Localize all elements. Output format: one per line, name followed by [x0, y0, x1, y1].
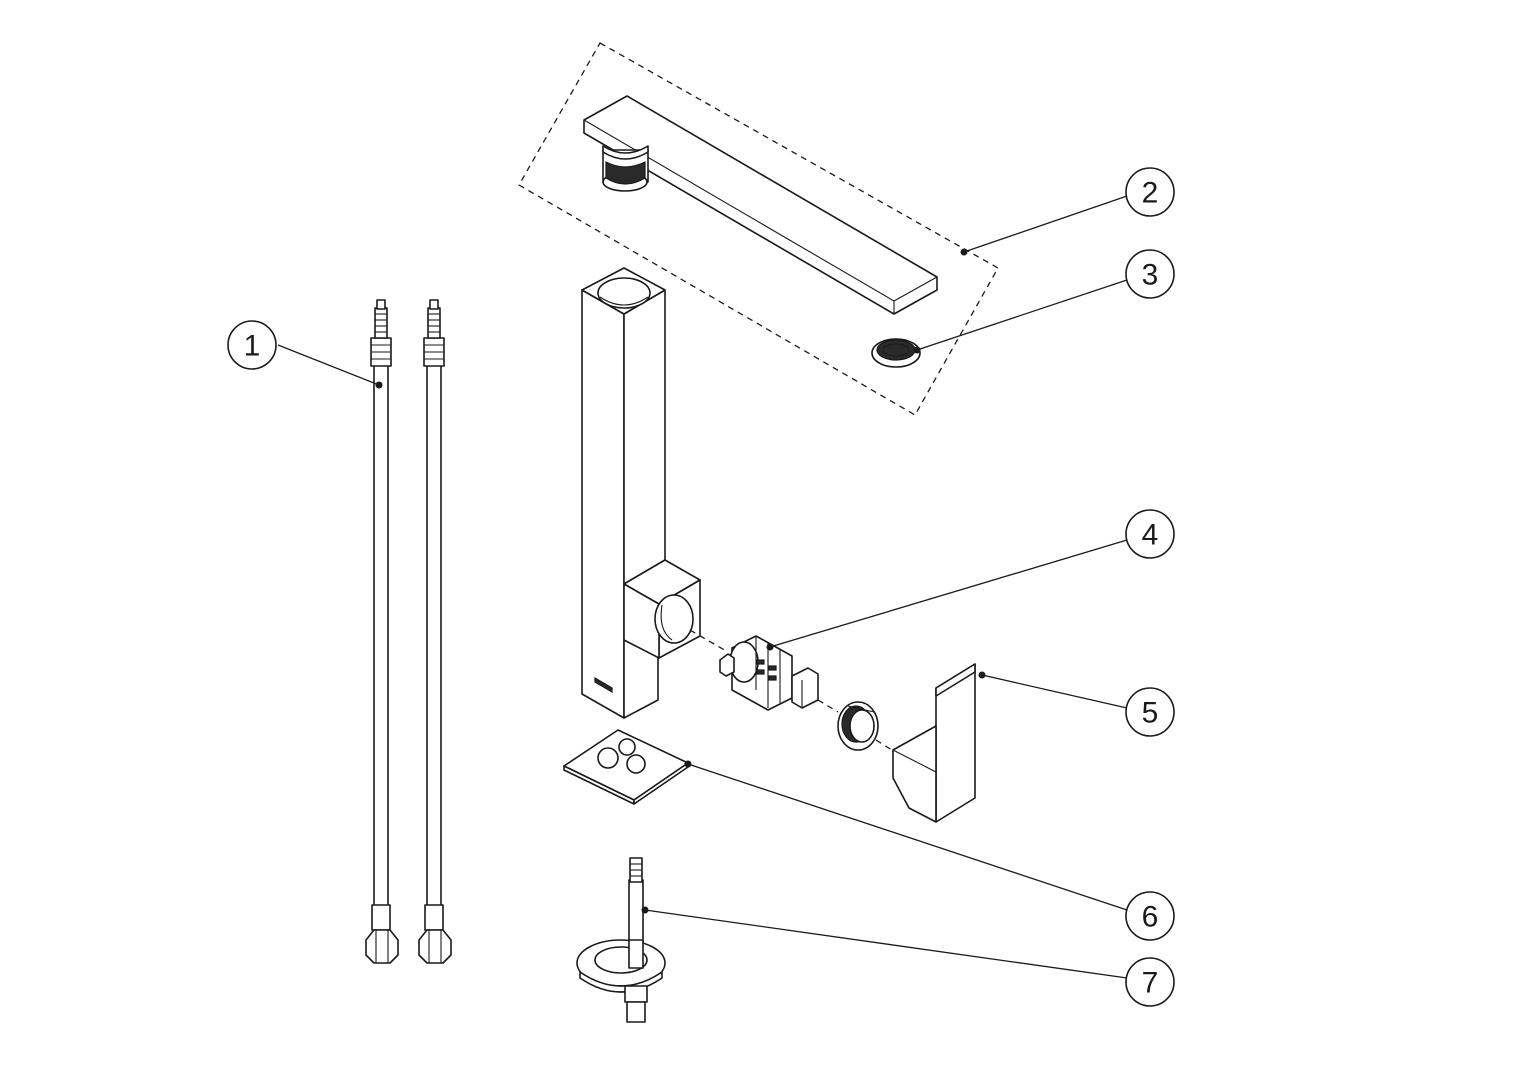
leader-lines: [277, 195, 1128, 979]
leader-6: [687, 763, 1128, 911]
supply-hose-left: [365, 299, 399, 964]
faucet-body: [581, 267, 701, 719]
callout-number-1: 1: [244, 330, 261, 363]
axis-nut-handle: [875, 739, 896, 753]
callout-number-4: 4: [1142, 519, 1159, 552]
axis-cartridge-nut: [817, 699, 839, 713]
callout-3: 3: [1125, 249, 1175, 299]
leader-1: [277, 344, 380, 386]
handle: [892, 663, 976, 823]
leader-3: [916, 279, 1128, 351]
spout: [583, 95, 938, 315]
spout-group-outline: [518, 42, 999, 416]
callout-number-5: 5: [1142, 697, 1159, 730]
axis-body-cartridge: [689, 629, 729, 653]
base-plate: [563, 729, 689, 805]
callout-number-3: 3: [1142, 259, 1159, 292]
cartridge: [719, 635, 819, 711]
callout-number-2: 2: [1142, 177, 1159, 210]
leader-5: [981, 674, 1128, 709]
bonnet-nut: [837, 701, 879, 751]
supply-hose-right: [418, 299, 452, 964]
callout-4: 4: [1125, 509, 1175, 559]
callout-1: 1: [227, 320, 277, 370]
leader-7: [644, 909, 1128, 979]
callout-2: 2: [1125, 167, 1175, 217]
leader-2: [963, 195, 1128, 253]
aerator: [871, 338, 921, 368]
callout-6: 6: [1125, 891, 1175, 941]
callout-5: 5: [1125, 687, 1175, 737]
mounting-stud: [576, 857, 666, 1023]
leader-4: [769, 539, 1128, 648]
callout-number-7: 7: [1142, 967, 1159, 1000]
callout-number-6: 6: [1142, 901, 1159, 934]
callout-7: 7: [1125, 957, 1175, 1007]
